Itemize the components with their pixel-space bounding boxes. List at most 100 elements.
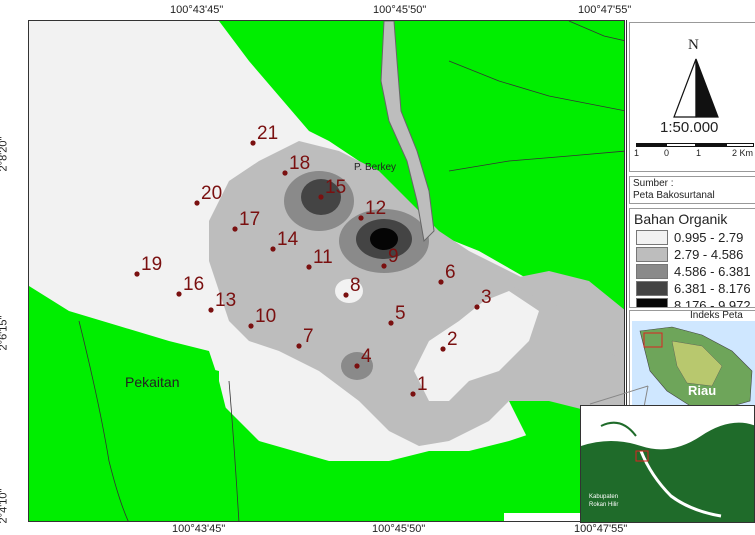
legend-row: 2.79 - 4.586 [630,246,755,263]
place-label-pekaitan: Pekaitan [125,374,180,390]
sample-point-marker [474,304,480,310]
sample-point-label: 17 [239,209,260,230]
sample-point-marker [250,140,256,146]
sample-point-marker [343,292,349,298]
index-label: Indeks Peta [690,310,743,321]
coord-left-2: 2°6'15" [0,315,10,351]
sample-point-marker [176,291,182,297]
inset-label-1: Kabupaten [589,494,619,500]
inset-label-2: Rokan Hilir [589,502,619,508]
sample-point-label: 5 [395,303,406,324]
sample-point-marker [134,271,140,277]
legend-swatch [636,281,668,296]
legend-row: 6.381 - 8.176 [630,280,755,297]
place-label-berkey: P. Berkey [354,162,397,173]
sample-point-label: 15 [325,177,346,198]
inset-svg [581,406,754,522]
sample-point-label: 9 [388,246,399,267]
sample-point-label: 2 [447,329,458,350]
sample-point-marker [354,363,360,369]
source-label: Sumber : [633,178,674,189]
sample-point-label: 16 [183,274,204,295]
sample-point-marker [282,170,288,176]
sample-point-label: 8 [350,275,361,296]
gray-strip-right [499,271,624,365]
coord-bottom-1: 100°43'45" [172,523,226,535]
sample-point-marker [381,263,387,269]
legend-swatch [636,264,668,279]
coord-bottom-2: 100°45'50" [372,523,426,535]
legend-panel: N 1:50.000 1 0 1 2 Km Sumber : Peta Bako… [626,20,755,415]
darkest-patch-9 [370,228,398,250]
sample-point-marker [438,279,444,285]
coord-top-1: 100°43'45" [170,4,224,16]
north-scale-box: N 1:50.000 1 0 1 2 Km [629,22,755,172]
sample-point-label: 11 [313,247,333,268]
scale-tick-1b: 1 [696,148,702,158]
boundary-line-3 [568,21,624,41]
scale-tick-1: 1 [634,148,640,158]
legend-label: 4.586 - 6.381 [674,264,751,279]
legend-label: 8.176 - 9.972 [674,298,751,308]
sample-point-marker [296,343,302,349]
legend-label: 0.995 - 2.79 [674,230,744,245]
sample-point-marker [248,323,254,329]
sample-point-label: 13 [215,290,236,311]
sample-point-label: 1 [417,374,428,395]
sample-point-label: 18 [289,153,310,174]
legend-label: 2.79 - 4.586 [674,247,744,262]
sample-point-label: 4 [361,346,372,367]
legend-box: Bahan Organik 0.995 - 2.79 2.79 - 4.586 4.… [629,208,755,308]
coord-top-3: 100°47'55" [578,4,632,16]
north-label: N [688,37,699,53]
sample-point-marker [194,200,200,206]
sample-point-marker [232,226,238,232]
legend-title: Bahan Organik [634,211,728,227]
source-box: Sumber : Peta Bakosurtanal [629,176,755,204]
light-pocket-2 [335,279,363,303]
bottom-strip [504,513,624,521]
legend-swatch [636,298,668,307]
scale-tick-2km: 2 Km [732,148,754,158]
scale-bar: 1 0 1 2 Km [634,143,754,161]
north-arrow-icon [673,58,719,118]
sample-point-label: 20 [201,183,222,204]
boundary-line-1 [78,320,129,521]
index-region-label: Riau [688,383,717,398]
sample-point-label: 6 [445,262,456,283]
scale-tick-0: 0 [664,148,670,158]
legend-swatch [636,230,668,245]
legend-rows: 0.995 - 2.79 2.79 - 4.586 4.586 - 6.381 6.3… [630,229,755,308]
river [380,21,435,243]
coord-left-3: 2°4'10" [0,488,10,524]
coord-top-2: 100°45'50" [373,4,427,16]
sample-point-label: 3 [481,287,492,308]
sample-point-label: 21 [257,123,278,144]
sample-point-label: 12 [365,198,386,219]
source-value: Peta Bakosurtanal [633,190,715,201]
sample-point-marker [270,246,276,252]
boundary-line-2 [228,380,240,521]
coord-left-1: 2°8'20" [0,136,10,172]
land-southwest [29,286,489,521]
boundary-line-4 [448,60,624,112]
sample-point-marker [440,346,446,352]
sample-point-marker [208,307,214,313]
light-pocket-1 [414,291,539,401]
legend-row: 8.176 - 9.972 [630,297,755,308]
sample-point-marker [318,194,324,200]
sample-point-label: 19 [141,254,162,275]
legend-swatch [636,247,668,262]
sample-point-marker [410,391,416,397]
legend-row: 4.586 - 6.381 [630,263,755,280]
sample-point-label: 14 [277,229,299,250]
riau-index-map [632,321,755,413]
coord-bottom-3: 100°47'55" [574,523,628,535]
inset-map: Kabupaten Rokan Hilir [580,405,755,523]
sample-point-marker [358,215,364,221]
legend-label: 6.381 - 8.176 [674,281,751,296]
